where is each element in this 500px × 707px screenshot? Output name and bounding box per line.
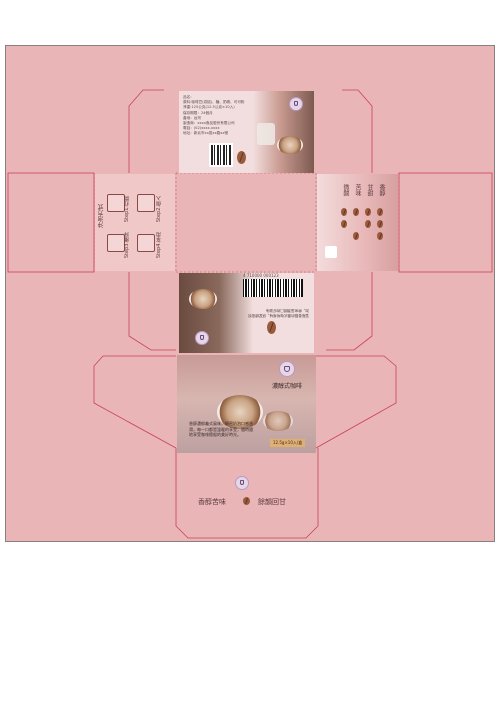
rating-bean-icon [353, 208, 359, 216]
product-info-text: 品名： 原料:咖啡豆(烘焙)、糖、奶精、可可粉 淨重:125公克(12.5公克×… [183, 95, 245, 136]
right-lower-flap [315, 355, 397, 449]
rating-bean-icon [365, 220, 371, 228]
latte-art-image [189, 289, 217, 309]
rating-bean-icon [377, 232, 383, 240]
step-open-icon [107, 194, 125, 212]
flavor-right-label: 餘韻回甘 [258, 498, 286, 506]
latte-cup-image [277, 136, 303, 154]
barcode [243, 279, 303, 297]
net-weight-badge: 12.5g×10入/盒 [270, 439, 306, 447]
flavor-left-label: 香醇苦味 [198, 498, 226, 506]
top-info-panel: 品名： 原料:咖啡豆(烘焙)、糖、奶精、可可粉 淨重:125公克(12.5公克×… [179, 91, 314, 173]
brewing-steps-panel: Step1.打開 Step2.倒入 Step3.攪拌 Step4.享用 沖泡方式 [95, 174, 175, 271]
step-pour-icon [137, 194, 155, 212]
coffee-bean-icon [237, 151, 246, 164]
step1-label: Step1.打開 [124, 196, 130, 223]
front-slogan: 香醇濃郁義式風味，綿密奶泡口感香滑，每一口都是溫暖的享受，隨時隨地享受咖啡館般的… [189, 421, 253, 438]
recycle-icon [325, 246, 337, 258]
rating-bean-icon [365, 208, 371, 216]
step-enjoy-icon [137, 234, 155, 252]
product-name: 濃醇式咖啡 [272, 383, 303, 390]
box-dieline [7, 89, 493, 539]
step4-label: Step4.享用 [156, 232, 162, 259]
latte-side-image [263, 411, 293, 431]
milk-jug-image [257, 123, 275, 145]
right-side-wing [398, 172, 493, 273]
bottom-logo-icon [235, 476, 249, 490]
brand-logo-icon [195, 331, 209, 345]
top-right-flap-edge [342, 89, 373, 173]
rating-bean-icon [341, 220, 347, 228]
middle-description: 濃郁香醇的義式咖啡風味，搭配綿密奶泡，帶來溫潤順口的好滋味 [247, 308, 309, 318]
step-stir-icon [107, 234, 125, 252]
lower-right-tab-edge [326, 272, 373, 351]
latte-hero-image [217, 395, 263, 429]
rating-bean-icon [341, 208, 347, 216]
left-side-wing [7, 172, 95, 273]
step2-label: Step2.倒入 [156, 196, 162, 223]
flavor-row-1: 香醇 [378, 184, 385, 196]
bottom-flap-edge [175, 448, 319, 539]
flavor-row-3: 苦味 [354, 184, 361, 196]
brewing-title: 沖泡方式 [98, 204, 105, 228]
lower-left-tab-edge [128, 272, 176, 351]
barcode-digits: 4 710000 000123 [243, 273, 279, 278]
packaging-sheet: 品名： 原料:咖啡豆(烘焙)、糖、奶精、可可粉 淨重:125公克(12.5公克×… [5, 45, 495, 542]
flavor-rating-panel: 香醇 甘甜 苦味 微酸 [317, 174, 398, 271]
flavor-row-2: 甘甜 [366, 184, 373, 196]
flavor-row-4: 微酸 [342, 184, 349, 196]
brand-logo-icon [289, 97, 303, 111]
coffee-bean-icon [243, 497, 250, 505]
step3-label: Step3.攪拌 [124, 232, 130, 259]
rating-bean-icon [353, 232, 359, 240]
left-lower-flap [93, 355, 177, 449]
rating-bean-icon [377, 220, 383, 228]
top-left-flap-edge [128, 89, 164, 173]
middle-panel: 4 710000 000123 濃郁香醇的義式咖啡風味，搭配綿密奶泡，帶來溫潤順… [179, 273, 314, 353]
rating-bean-icon [377, 208, 383, 216]
brand-logo-icon [279, 361, 295, 377]
qr-code [209, 143, 233, 167]
front-panel: 濃醇式咖啡 香醇濃郁義式風味，綿密奶泡口感香滑，每一口都是溫暖的享受，隨時隨地享… [177, 355, 316, 453]
coffee-bean-icon [267, 321, 276, 334]
